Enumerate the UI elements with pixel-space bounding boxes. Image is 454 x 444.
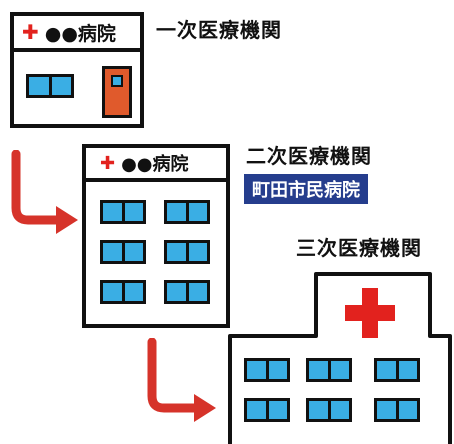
clinic-sign: ✚ ●●病院 (10, 12, 144, 52)
window (164, 280, 210, 304)
clinic-door (102, 66, 132, 118)
primary-care-label: 一次医療機関 (156, 18, 282, 42)
window (374, 358, 420, 382)
referral-arrow-icon (11, 150, 78, 234)
tertiary-care-label: 三次医療機関 (296, 236, 422, 260)
window (164, 200, 210, 224)
window (244, 358, 290, 382)
window (164, 240, 210, 264)
red-cross-icon: ✚ (100, 152, 116, 174)
red-cross-icon: ✚ (22, 20, 39, 44)
secondary-care-label: 二次医療機関 (246, 144, 372, 168)
secondary-hospital-building (82, 182, 230, 328)
window (306, 398, 352, 422)
hospital-sign-name: ●●病院 (121, 154, 189, 175)
window (100, 200, 146, 224)
window (100, 240, 146, 264)
window (244, 398, 290, 422)
clinic-building (10, 52, 144, 128)
window (374, 398, 420, 422)
machida-hospital-badge: 町田市民病院 (244, 174, 368, 204)
hospital-sign: ✚ ●●病院 (82, 144, 230, 182)
red-cross-icon (345, 288, 395, 338)
door-window (111, 75, 123, 87)
window (306, 358, 352, 382)
window (26, 74, 74, 98)
window (100, 280, 146, 304)
referral-arrow-icon (147, 338, 216, 422)
clinic-sign-name: ●●病院 (44, 22, 116, 45)
